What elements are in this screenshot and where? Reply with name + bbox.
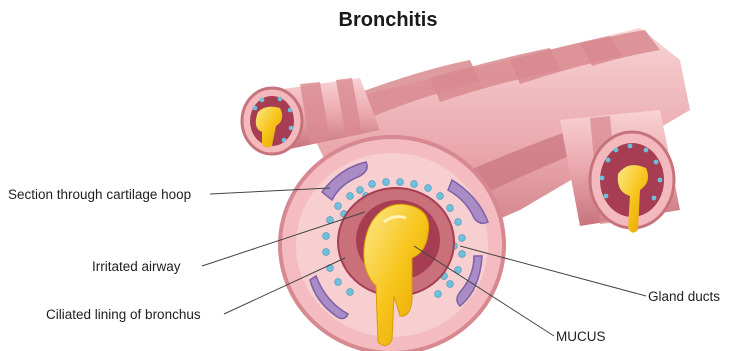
- main-cross-section: [280, 137, 504, 351]
- right-branch: [560, 110, 680, 233]
- diagram-title: Bronchitis: [339, 9, 438, 31]
- label-cartilage-hoop: Section through cartilage hoop: [8, 187, 191, 202]
- label-mucus: MUCUS: [556, 329, 606, 344]
- label-gland-ducts: Gland ducts: [648, 289, 720, 304]
- label-irritated-airway: Irritated airway: [92, 259, 181, 274]
- label-ciliated-lining: Ciliated lining of bronchus: [46, 307, 201, 322]
